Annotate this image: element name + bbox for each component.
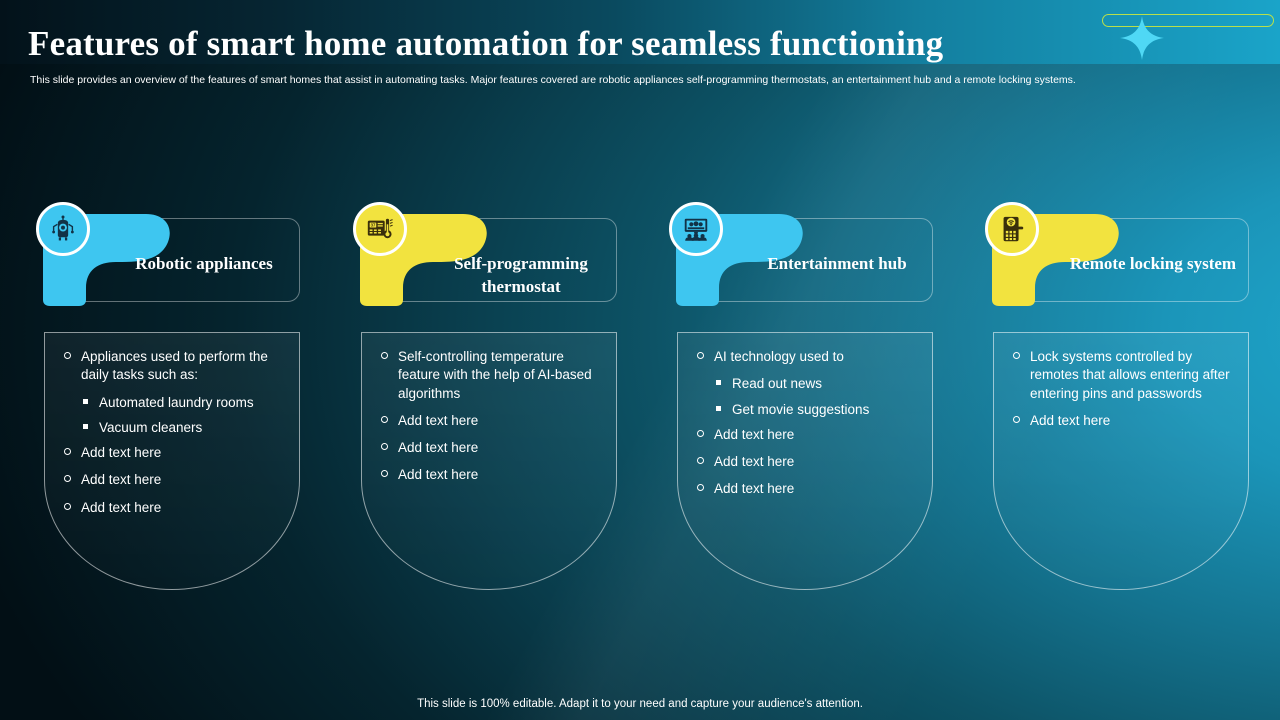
list-item-label: Get movie suggestions: [732, 401, 870, 417]
list-item: Add text here: [695, 453, 923, 471]
bullet-circle-icon: [697, 429, 704, 437]
bullet-circle-icon: [64, 352, 71, 359]
page-subtitle: This slide provides an overview of the f…: [30, 74, 1076, 86]
list-item: Read out news: [695, 375, 923, 393]
list-item-label: Add text here: [1030, 412, 1111, 428]
card-body-list: AI technology used to Read out news Get …: [695, 348, 923, 508]
footer-note: This slide is 100% editable. Adapt it to…: [417, 698, 863, 710]
list-item: Add text here: [379, 439, 607, 457]
card-title: Entertainment hub: [767, 254, 907, 273]
list-item-label: Automated laundry rooms: [99, 394, 254, 410]
list-item-label: Add text here: [714, 426, 795, 442]
card-body-panel: [361, 332, 617, 590]
list-item-label: Add text here: [714, 454, 795, 470]
list-item-label: Add text here: [398, 467, 479, 483]
bullet-circle-icon: [64, 475, 71, 483]
bullet-square-icon: [83, 423, 88, 429]
list-item-label: Add text here: [81, 445, 162, 461]
list-item: Add text here: [379, 412, 607, 430]
title-bar: [0, 0, 1280, 64]
list-item-label: Add text here: [81, 499, 162, 515]
feature-card-robotic-appliances[interactable]: Robotic appliances Appliances used to pe…: [28, 196, 300, 616]
smart-lock-icon: [985, 202, 1039, 256]
bullet-circle-icon: [381, 470, 388, 478]
bullet-circle-icon: [697, 457, 704, 465]
bullet-circle-icon: [697, 484, 704, 492]
bullet-circle-icon: [64, 448, 71, 456]
sparkle-icon: [1120, 16, 1164, 60]
svg-text:37: 37: [371, 223, 376, 228]
list-item-label: AI technology used to: [714, 349, 844, 364]
list-item: Add text here: [379, 466, 607, 484]
bullet-square-icon: [716, 405, 721, 411]
list-item-label: Add text here: [714, 481, 795, 497]
list-item: Add text here: [62, 499, 290, 517]
list-item-label: Appliances used to perform the daily tas…: [81, 349, 268, 383]
list-item: Add text here: [1011, 412, 1239, 430]
thermostat-icon: 37: [353, 202, 407, 256]
list-item-label: Vacuum cleaners: [99, 419, 203, 435]
card-body-panel: [677, 332, 933, 590]
feature-card-entertainment-hub[interactable]: Entertainment hub AI technology used to …: [661, 196, 933, 616]
card-body-list: Lock systems controlled by remotes that …: [1011, 348, 1239, 439]
bullet-circle-icon: [64, 502, 71, 510]
list-item: Add text here: [695, 426, 923, 444]
bullet-square-icon: [83, 398, 88, 404]
bullet-circle-icon: [381, 415, 388, 423]
card-body-list: Self-controlling temperature feature wit…: [379, 348, 607, 494]
bullet-circle-icon: [1013, 352, 1020, 359]
list-item-label: Add text here: [398, 440, 479, 456]
decor-pill: [1102, 14, 1274, 27]
home-theater-icon: [669, 202, 723, 256]
list-item-label: Add text here: [81, 472, 162, 488]
list-item: Vacuum cleaners: [62, 419, 290, 437]
list-item: Get movie suggestions: [695, 401, 923, 419]
list-item: AI technology used to: [695, 348, 923, 366]
bullet-circle-icon: [1013, 415, 1020, 423]
list-item: Appliances used to perform the daily tas…: [62, 348, 290, 385]
page-title: Features of smart home automation for se…: [28, 24, 944, 63]
list-item: Add text here: [695, 480, 923, 498]
card-body-panel: [993, 332, 1249, 590]
feature-card-self-programming-thermostat[interactable]: 37 Self-programming thermostat S: [345, 196, 617, 616]
list-item: Lock systems controlled by remotes that …: [1011, 348, 1239, 403]
card-title: Robotic appliances: [135, 254, 273, 273]
list-item: Automated laundry rooms: [62, 394, 290, 412]
bullet-circle-icon: [381, 352, 388, 359]
bullet-square-icon: [716, 380, 721, 386]
list-item: Add text here: [62, 471, 290, 489]
list-item: Add text here: [62, 444, 290, 462]
feature-card-remote-locking-system[interactable]: Remote locking system Lock systems contr…: [977, 196, 1249, 616]
list-item-label: Read out news: [732, 376, 823, 392]
list-item-label: Self-controlling temperature feature wit…: [398, 349, 592, 401]
card-title: Self-programming thermostat: [454, 254, 588, 296]
card-title: Remote locking system: [1069, 254, 1237, 273]
bullet-circle-icon: [697, 352, 704, 359]
bullet-circle-icon: [381, 443, 388, 451]
list-item: Self-controlling temperature feature wit…: [379, 348, 607, 403]
robot-icon: [36, 202, 90, 256]
list-item-label: Lock systems controlled by remotes that …: [1030, 349, 1230, 401]
card-body-list: Appliances used to perform the daily tas…: [62, 348, 290, 526]
card-body-panel: [44, 332, 300, 590]
list-item-label: Add text here: [398, 412, 479, 428]
